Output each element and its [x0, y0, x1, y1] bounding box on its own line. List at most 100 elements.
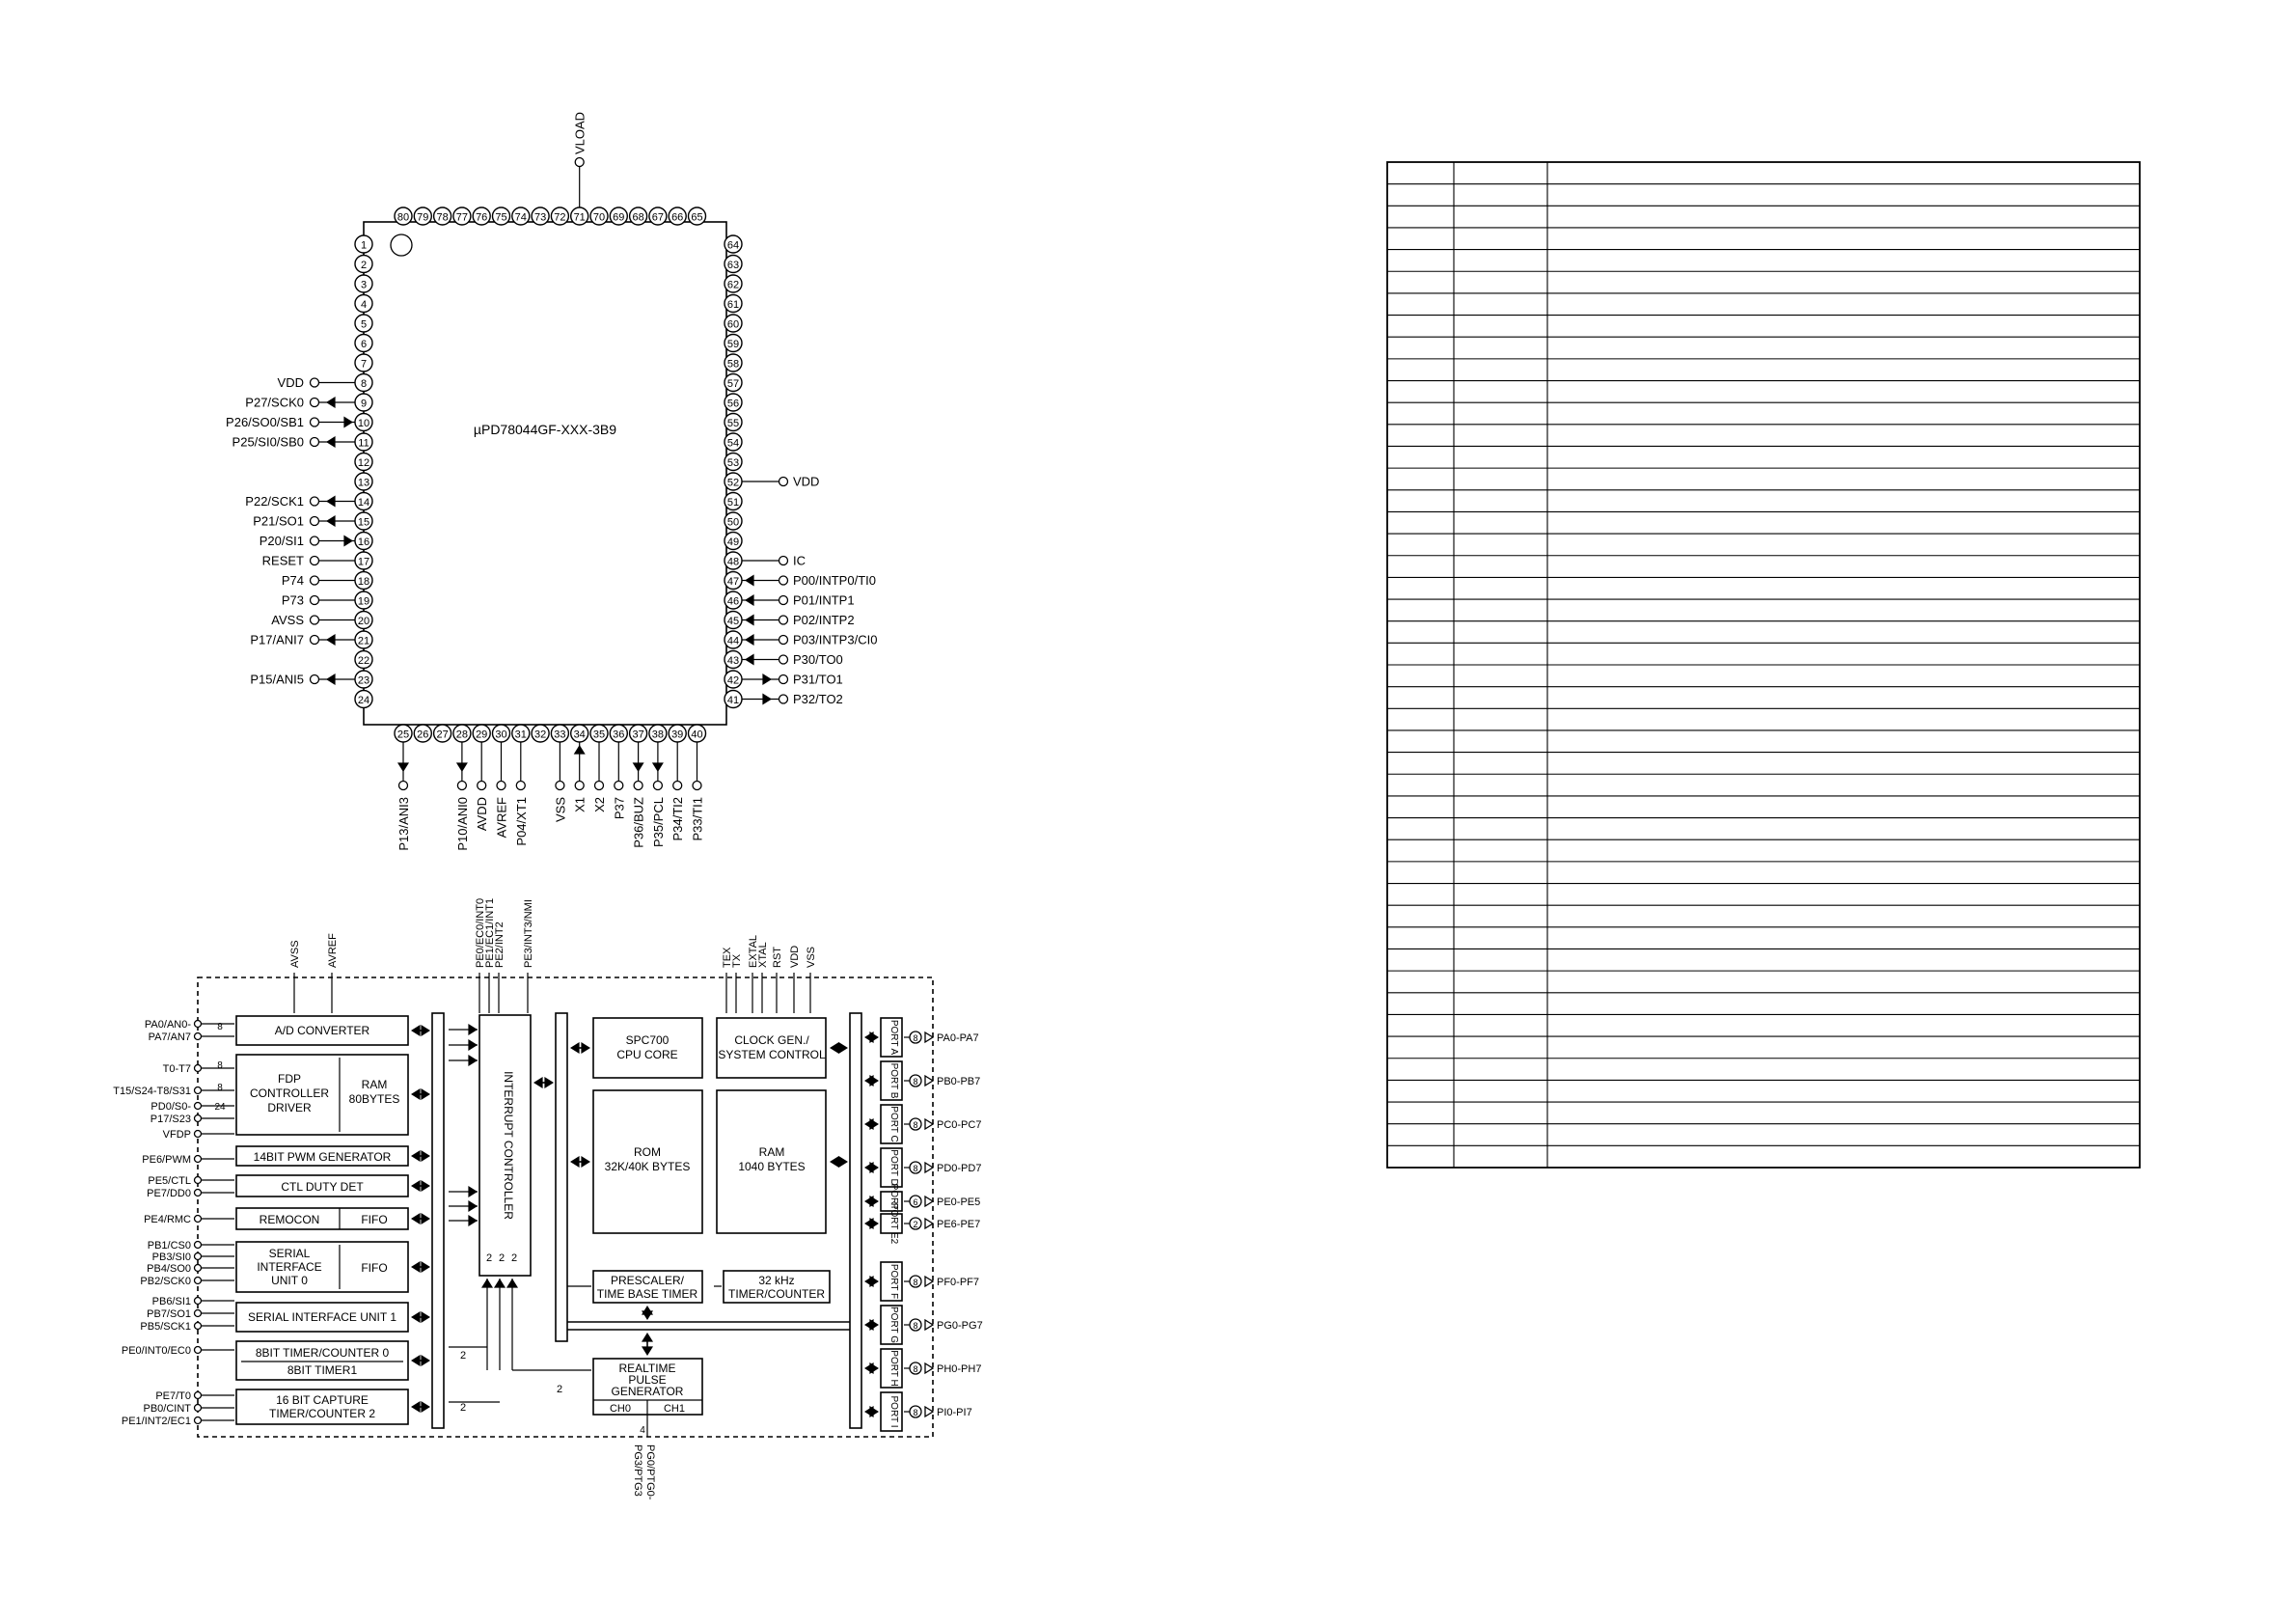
terminal — [778, 555, 789, 566]
bus-width-label: 8 — [913, 1321, 917, 1331]
pin-number: 57 — [727, 378, 739, 390]
left-signal-label: PD0/S0- — [150, 1101, 191, 1113]
pin-number: 29 — [476, 729, 487, 741]
block-label: CTL DUTY DET — [281, 1180, 364, 1194]
arrow-head — [869, 1118, 879, 1130]
output-arrow — [326, 674, 336, 685]
pin-70 — [589, 206, 609, 226]
block-label: SYSTEM CONTROL — [718, 1048, 826, 1061]
pin-2 — [354, 254, 373, 274]
terminal — [193, 1308, 203, 1318]
pin-27 — [432, 724, 452, 743]
output-arrow — [397, 762, 409, 772]
left-signal-label: VFDP — [163, 1129, 191, 1141]
output-arrow — [326, 515, 336, 527]
pin-number: 9 — [361, 399, 367, 410]
port-block — [880, 1348, 903, 1389]
block-label: 8BIT TIMER/COUNTER 0 — [256, 1346, 390, 1360]
pin-80 — [394, 206, 413, 226]
sio0-block — [235, 1241, 409, 1293]
arrow-head — [869, 1075, 879, 1087]
pin-51 — [724, 491, 743, 511]
pin-78 — [432, 206, 452, 226]
pin-number: 69 — [613, 212, 624, 224]
terminal — [193, 1416, 203, 1425]
signal-label: VLOAD — [573, 112, 588, 154]
port-block — [880, 1147, 903, 1188]
output-arrow — [326, 436, 336, 448]
signal-label: P10/ANI0 — [455, 797, 470, 851]
terminal — [672, 780, 683, 791]
pin-number: 15 — [358, 517, 369, 529]
terminal — [309, 555, 320, 566]
pin-62 — [724, 274, 743, 293]
port-signal-label: PC0-PC7 — [937, 1119, 981, 1131]
bottom-signal-label: PG3/PTG3 — [632, 1444, 643, 1497]
input-arrow — [573, 745, 586, 755]
terminal — [193, 1086, 203, 1095]
pin-number: 18 — [358, 576, 369, 588]
block-label: CONTROLLER — [250, 1087, 329, 1100]
bus-width-label: 6 — [913, 1197, 917, 1207]
pin-number: 77 — [456, 212, 468, 224]
signal-label: AVSS — [271, 613, 304, 627]
bottom-signal-label: PG0/PTG0- — [644, 1444, 656, 1500]
remocon-block — [235, 1207, 409, 1230]
top-signal-label: TEX — [722, 947, 733, 968]
port-block — [880, 1213, 903, 1234]
pin-32 — [531, 724, 550, 743]
pin-number: 16 — [358, 536, 369, 548]
timer32k-block — [723, 1270, 831, 1304]
bus-width-label: 8 — [913, 1278, 917, 1287]
terminal — [193, 1063, 203, 1073]
pin-6 — [354, 333, 373, 353]
arrow-head — [411, 1150, 421, 1162]
pin-number: 50 — [727, 517, 739, 529]
pin-22 — [354, 649, 373, 670]
pin-number: 17 — [358, 557, 369, 568]
block-label: SPC700 — [626, 1033, 670, 1047]
pin-number: 7 — [361, 359, 367, 371]
pin-61 — [724, 293, 743, 314]
signal-label: P15/ANI5 — [250, 673, 304, 687]
arrow-head — [421, 1355, 430, 1366]
arrow-head — [869, 1032, 879, 1043]
pin-number: 74 — [515, 212, 527, 224]
bus-width-label: 8 — [217, 1083, 223, 1093]
left-internal-bus — [431, 1012, 445, 1429]
signal-label: X2 — [592, 797, 607, 812]
top-signal-label: PE2/INT2 — [494, 922, 506, 968]
terminal — [193, 1390, 203, 1400]
pin-number: 64 — [727, 240, 739, 252]
signal-label: VSS — [553, 797, 567, 822]
bus-width-label: 8 — [913, 1033, 917, 1043]
terminal — [778, 634, 789, 646]
signal-label: P27/SCK0 — [245, 396, 304, 410]
terminal — [193, 1240, 203, 1250]
output-arrow — [651, 762, 664, 772]
arrow-head — [411, 1180, 421, 1192]
left-signal-label: PE7/DD0 — [147, 1188, 191, 1199]
arrow-head — [869, 1406, 879, 1417]
input-arrow — [745, 594, 754, 606]
output-arrow — [326, 634, 336, 646]
cpu-core-block — [592, 1017, 703, 1079]
pin-number: 66 — [671, 212, 683, 224]
block-label: 16 BIT CAPTURE — [276, 1393, 369, 1407]
bus-width-label: 8 — [913, 1077, 917, 1087]
pin-number: 37 — [632, 729, 643, 741]
adc-block — [235, 1015, 409, 1046]
bus-width-label: 2 — [460, 1350, 466, 1362]
pin-number: 48 — [727, 557, 739, 568]
pin-number: 60 — [727, 319, 739, 331]
bus-width-label: 2 — [499, 1252, 505, 1264]
pin-number: 22 — [358, 655, 369, 667]
pin-number: 39 — [671, 729, 683, 741]
part-number-label: µPD78044GF-XXX-3B9 — [474, 422, 616, 437]
terminal — [193, 1188, 203, 1197]
arrow-head — [468, 1186, 478, 1197]
arrow-head — [869, 1319, 879, 1331]
timer16-block — [235, 1389, 409, 1425]
arrow-head — [411, 1025, 421, 1036]
